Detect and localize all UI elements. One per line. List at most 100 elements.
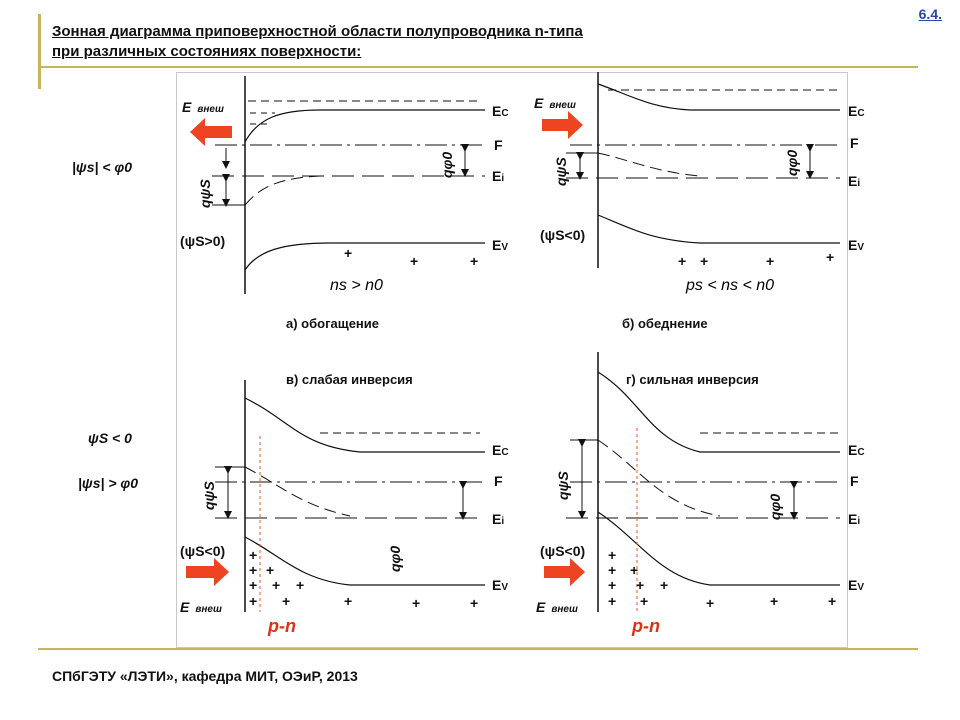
ev-sub: V — [857, 242, 864, 253]
ei-label: Ei — [848, 173, 860, 189]
relation-label: ps < ns < n0 — [685, 277, 774, 294]
ev-e: E — [492, 237, 501, 253]
ei-sub: i — [857, 516, 860, 527]
ef-label: F — [494, 137, 503, 153]
top-rule — [38, 14, 41, 89]
plus-sign: + — [344, 245, 352, 261]
plus-sign: + — [700, 253, 708, 269]
plus-sign: + — [706, 595, 714, 611]
plus-sign: + — [630, 562, 638, 578]
ei-sub: i — [501, 516, 504, 527]
plus-sign: + — [296, 577, 304, 593]
ei-sub: i — [501, 173, 504, 184]
condition-inversion-1: ψS < 0 — [88, 430, 132, 446]
phi0-label: qφ0 — [784, 150, 800, 176]
psi-label: qψS — [201, 481, 217, 510]
ec-sub: C — [857, 447, 864, 458]
condition-enrichment: |ψs| < φ0 — [72, 159, 132, 175]
ef-label: F — [494, 473, 503, 489]
ei-label: Ei — [492, 511, 504, 527]
plus-sign: + — [770, 593, 778, 609]
phi0-label: qφ0 — [439, 152, 455, 178]
field-e: E — [182, 99, 192, 115]
plus-sign: + — [470, 253, 478, 269]
ec-label: EC — [492, 442, 509, 458]
ei-bend — [244, 466, 351, 517]
ei-bend — [597, 152, 701, 177]
title-line-1: Зонная диаграмма приповерхностной област… — [52, 23, 583, 40]
field-arrow-left — [190, 118, 232, 146]
plus-sign: + — [608, 562, 616, 578]
psi-label: qψS — [553, 157, 569, 186]
ec-band — [244, 397, 485, 453]
field-sub: внеш — [551, 604, 578, 615]
plus-sign: + — [608, 577, 616, 593]
title-rule — [38, 66, 918, 68]
ei-e: E — [848, 173, 857, 189]
footer-rule — [38, 648, 918, 650]
plus-sign: + — [249, 593, 257, 609]
ev-e: E — [492, 577, 501, 593]
ev-label: EV — [492, 577, 508, 593]
panel-caption: б) обеднение — [622, 316, 708, 331]
plus-sign: + — [282, 593, 290, 609]
psi-label: qψS — [555, 471, 571, 500]
ev-e: E — [848, 237, 857, 253]
ec-band — [244, 109, 485, 143]
field-e: E — [180, 599, 190, 615]
plus-sign: + — [249, 562, 257, 578]
field-sub: внеш — [195, 604, 222, 615]
sign-label: (ψS<0) — [540, 543, 585, 559]
field-arrow-right — [542, 111, 583, 139]
ei-e: E — [848, 511, 857, 527]
plus-sign: + — [826, 249, 834, 265]
ec-sub: C — [501, 447, 508, 458]
ei-label: Ei — [848, 511, 860, 527]
ec-sub: C — [501, 108, 508, 119]
ec-e: E — [492, 442, 501, 458]
plus-sign: + — [412, 595, 420, 611]
ev-e: E — [848, 577, 857, 593]
ec-e: E — [848, 442, 857, 458]
ei-bend — [244, 175, 321, 206]
plus-sign: + — [640, 593, 648, 609]
ev-label: EV — [848, 237, 864, 253]
panel-caption: в) слабая инверсия — [286, 372, 413, 387]
ei-e: E — [492, 168, 501, 184]
condition-inversion-2: |ψs| > φ0 — [78, 475, 138, 491]
plus-sign: + — [266, 562, 274, 578]
ec-label: EC — [848, 442, 865, 458]
plus-sign: + — [249, 547, 257, 563]
sign-label: (ψS<0) — [540, 227, 585, 243]
ev-label: EV — [848, 577, 864, 593]
pn-label: p-n — [631, 616, 660, 636]
ev-sub: V — [501, 242, 508, 253]
ec-label: EC — [492, 103, 509, 119]
ev-band — [244, 536, 485, 586]
plus-sign: + — [660, 577, 668, 593]
ec-e: E — [492, 103, 501, 119]
ec-sub: C — [857, 108, 864, 119]
phi0-label: qφ0 — [767, 494, 783, 520]
plus-sign: + — [828, 593, 836, 609]
plus-sign: + — [344, 593, 352, 609]
ec-band — [597, 371, 840, 453]
plus-sign: + — [636, 577, 644, 593]
panel-caption: а) обогащение — [286, 316, 379, 331]
ev-band — [244, 242, 485, 271]
ec-band — [597, 83, 840, 111]
ec-label: EC — [848, 103, 865, 119]
ei-sub: i — [857, 178, 860, 189]
slide-number[interactable]: 6.4. — [918, 6, 942, 22]
psi-label: qψS — [197, 179, 213, 208]
ev-label: EV — [492, 237, 508, 253]
ei-e: E — [492, 511, 501, 527]
